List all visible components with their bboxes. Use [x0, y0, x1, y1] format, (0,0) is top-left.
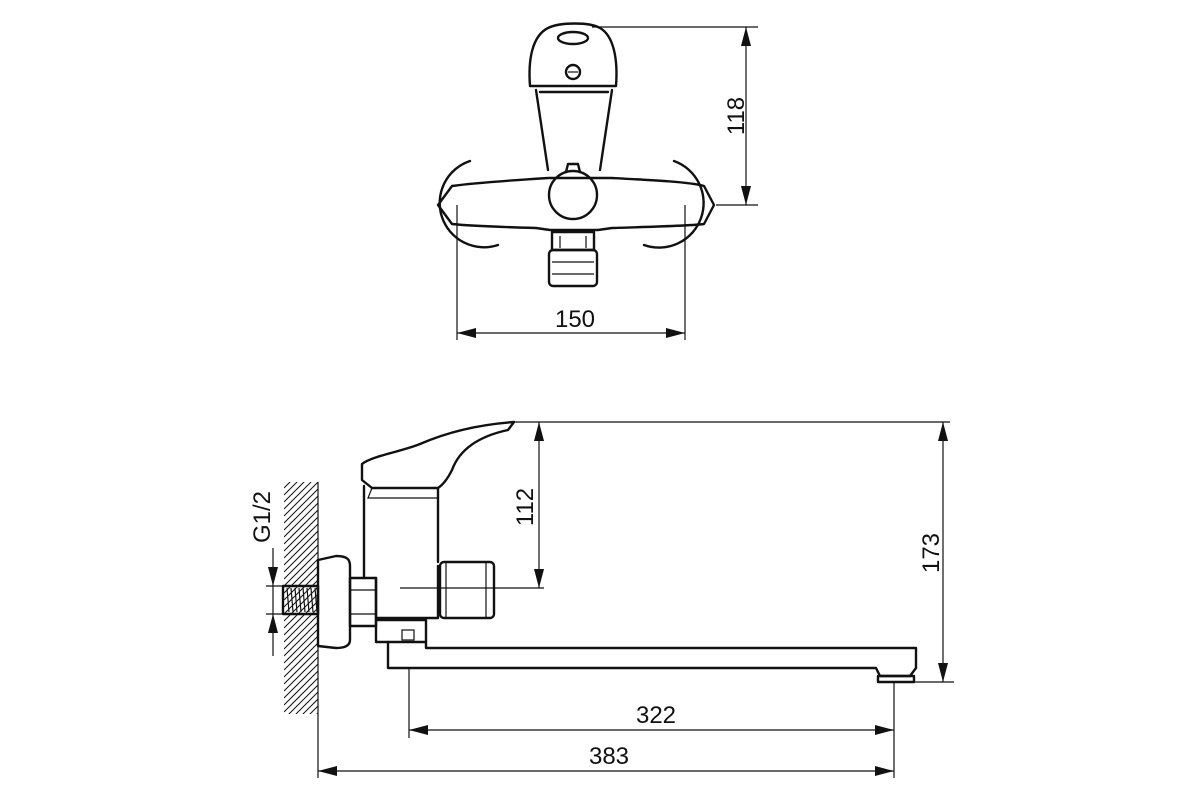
diverter-knob	[547, 169, 599, 221]
right-eccentric-nut	[703, 185, 715, 225]
hatch-line	[284, 482, 305, 503]
side-eccentric-nut	[348, 576, 378, 628]
dimension-g12: G1/2	[249, 491, 283, 656]
hatch-line	[284, 530, 318, 566]
hatch-line	[284, 734, 318, 768]
dim-383-label: 383	[589, 743, 629, 770]
dim-173-label: 173	[918, 533, 945, 573]
thread-line	[302, 587, 306, 613]
hatch-line	[284, 649, 318, 685]
side-view: G1/2 112 173 322	[249, 420, 954, 778]
thread-line	[310, 587, 314, 613]
top-view: 118 150	[436, 22, 758, 340]
hatch-line	[284, 586, 318, 622]
hatch-line	[284, 635, 318, 671]
dimension-150: 150	[456, 205, 686, 340]
hatch-line	[284, 482, 312, 510]
hatch-line	[284, 523, 318, 559]
cartridge-column	[534, 88, 614, 172]
hatch-line	[309, 705, 318, 714]
dimension-322: 322	[408, 668, 895, 778]
hatch-line	[284, 516, 318, 552]
wall-hatching	[284, 440, 319, 768]
thread-line	[298, 587, 302, 613]
dimension-383: 383	[317, 714, 894, 778]
thread-line	[294, 587, 298, 613]
hatch-line	[284, 551, 318, 587]
diverter-pin	[564, 162, 582, 174]
hatch-line	[284, 642, 318, 678]
dimension-118: 118	[592, 26, 758, 206]
dim-g12-label: G1/2	[249, 491, 276, 543]
hatch-line	[284, 482, 318, 517]
handle-screw	[564, 63, 582, 81]
handle-cap	[528, 22, 618, 88]
hatch-line	[284, 447, 318, 481]
hatch-line	[284, 614, 318, 650]
right-wall-flange	[642, 159, 705, 249]
left-eccentric-nut	[437, 185, 453, 225]
hatch-line	[284, 502, 318, 538]
hatch-line	[284, 628, 318, 664]
hatch-line	[284, 656, 318, 692]
hatch-line	[284, 727, 318, 761]
thread-line	[314, 587, 318, 613]
dimension-173: 173	[914, 422, 954, 683]
dim-322-label: 322	[636, 702, 676, 729]
thread-line	[306, 587, 310, 613]
hatch-line	[284, 677, 318, 713]
dim-150-label: 150	[555, 306, 595, 333]
hatch-line	[284, 621, 318, 657]
hatch-line	[284, 495, 318, 531]
thread-line	[286, 587, 290, 613]
hatch-line	[284, 482, 291, 489]
left-wall-flange	[438, 159, 500, 249]
hatch-line	[284, 544, 318, 580]
hatch-line	[316, 712, 318, 714]
hatch-line	[302, 698, 318, 714]
dimension-112: 112	[512, 421, 950, 588]
hatch-line	[284, 565, 318, 601]
hatch-line	[295, 691, 318, 714]
hatch-line	[284, 663, 318, 699]
hatch-line	[284, 482, 298, 496]
hatch-line	[284, 720, 318, 754]
side-mixer-body	[362, 484, 440, 620]
handle-indicator-slot	[556, 30, 590, 46]
hatch-line	[284, 670, 318, 706]
outlet-nut	[547, 230, 599, 288]
hatch-line	[284, 440, 318, 474]
hatch-line	[284, 537, 318, 573]
side-flange	[316, 554, 352, 650]
hatch-line	[284, 488, 318, 524]
hatch-line	[284, 509, 318, 545]
handle-base	[367, 487, 438, 499]
thread-line	[290, 587, 294, 613]
hatch-line	[284, 572, 318, 608]
side-handle	[360, 420, 516, 490]
side-diverter	[438, 560, 496, 620]
hatch-line	[284, 558, 318, 594]
dim-112-label: 112	[512, 488, 539, 526]
mixer-body-bar	[436, 176, 716, 232]
dim-118-label: 118	[723, 97, 750, 135]
hatch-line	[288, 684, 318, 714]
spout	[374, 618, 918, 684]
